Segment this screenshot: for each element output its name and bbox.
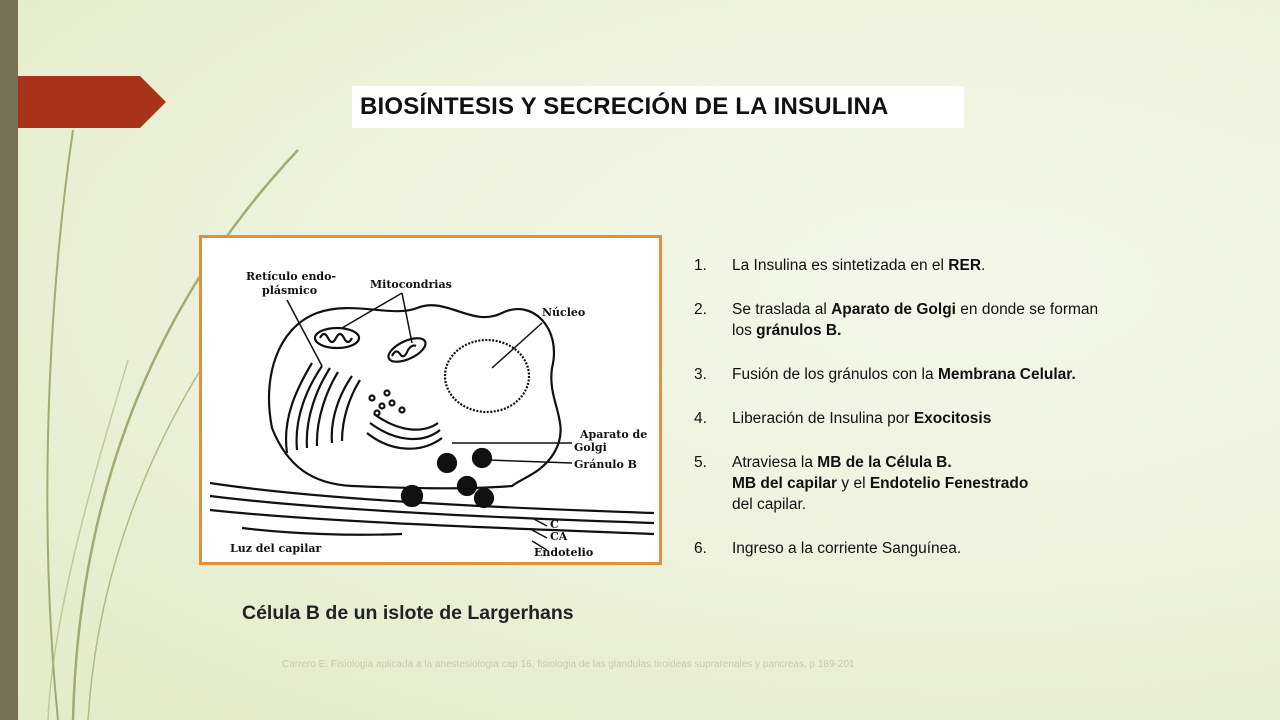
step-text: Liberación de Insulina por xyxy=(732,410,914,427)
step-text: Fusión de los gránulos con la xyxy=(732,366,938,383)
step-item: 1. La Insulina es sintetizada en el RER. xyxy=(694,255,1114,276)
label-nucleo: Núcleo xyxy=(542,306,585,319)
step-bold: Exocitosis xyxy=(913,410,992,427)
step-bold: gránulos B. xyxy=(756,322,842,339)
step-number: 6. xyxy=(694,540,707,557)
step-number: 1. xyxy=(694,257,707,274)
step-text: Ingreso a la corriente Sanguínea. xyxy=(732,540,962,557)
step-number: 2. xyxy=(694,301,707,318)
cell-diagram-frame: Retículo endo- plásmico Mitocondrias Núc… xyxy=(199,235,662,565)
title-accent-arrow xyxy=(18,76,166,128)
step-bold: MB de la Célula B. xyxy=(817,454,952,471)
step-text: . xyxy=(981,257,986,274)
label-c: C xyxy=(550,518,559,531)
decorative-grass xyxy=(46,129,299,720)
step-item: 4. Liberación de Insulina por Exocitosis xyxy=(694,408,1114,429)
step-number: 5. xyxy=(694,454,707,471)
step-text: del capilar. xyxy=(732,496,807,513)
slide-title: BIOSÍNTESIS Y SECRECIÓN DE LA INSULINA xyxy=(360,93,889,120)
step-bold: MB del capilar xyxy=(732,475,838,492)
step-text: Atraviesa la xyxy=(732,454,818,471)
label-mitocondrias: Mitocondrias xyxy=(370,278,452,291)
label-ca: CA xyxy=(550,530,568,543)
step-bold: Membrana Celular. xyxy=(937,366,1076,383)
label-endotelio: Endotelio xyxy=(534,546,593,559)
step-text: en donde se forman los xyxy=(732,301,1099,339)
left-accent-bar xyxy=(0,0,18,720)
step-bold: Endotelio Fenestrado xyxy=(869,475,1029,492)
cell-membrane xyxy=(267,304,562,490)
step-text: y el xyxy=(837,475,870,492)
step-item: 6. Ingreso a la corriente Sanguínea. xyxy=(694,538,1114,559)
label-luz-capilar: Luz del capilar xyxy=(230,542,322,555)
step-bold: RER xyxy=(948,257,982,274)
label-aparato-1: Aparato de xyxy=(579,428,647,441)
step-number: 3. xyxy=(694,366,707,383)
label-reticulo-1: Retículo endo- xyxy=(246,270,336,283)
step-text: La Insulina es sintetizada en el xyxy=(732,257,949,274)
step-item: 2. Se traslada al Aparato de Golgi en do… xyxy=(694,299,1114,341)
step-text: Se traslada al xyxy=(732,301,832,318)
step-item: 5. Atraviesa la MB de la Célula B. MB del… xyxy=(694,452,1114,515)
step-item: 3. Fusión de los gránulos con la Membran… xyxy=(694,364,1114,385)
beta-cell-diagram: Retículo endo- plásmico Mitocondrias Núc… xyxy=(209,270,655,559)
step-number: 4. xyxy=(694,410,707,427)
label-granulo: Gránulo B xyxy=(574,458,637,471)
steps-list: 1. La Insulina es sintetizada en el RER.… xyxy=(694,255,1114,582)
figure-caption: Célula B de un islote de Largerhans xyxy=(242,602,574,624)
nucleus xyxy=(443,338,531,414)
slide-title-box: BIOSÍNTESIS Y SECRECIÓN DE LA INSULINA xyxy=(352,86,964,128)
footnote-citation: Carrero E. Fisiologia aplicada a la anes… xyxy=(282,659,855,670)
label-aparato-2: Golgi xyxy=(574,441,607,454)
label-reticulo-2: plásmico xyxy=(262,284,317,297)
step-bold: Aparato de Golgi xyxy=(831,301,956,318)
